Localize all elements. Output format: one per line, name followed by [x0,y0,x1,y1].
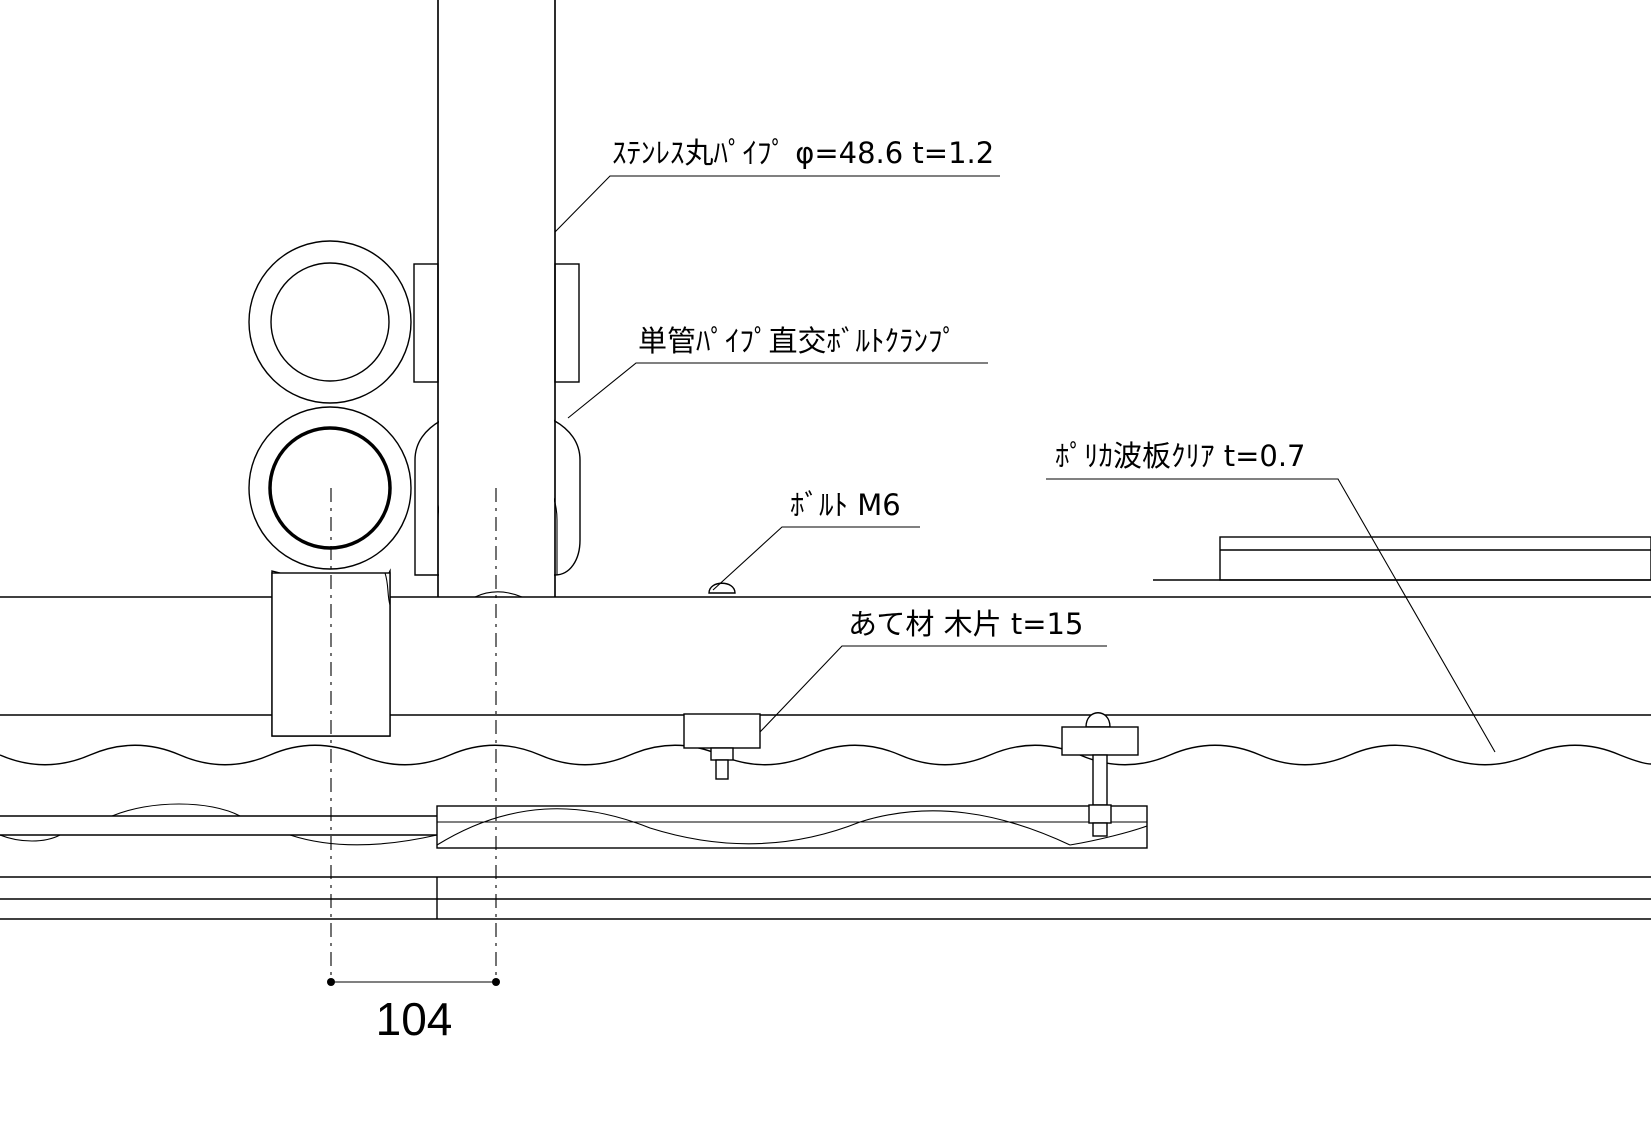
vertical-pipe [437,0,556,598]
label-stainless-pipe: ｽﾃﾝﾚｽ丸ﾊﾟｲﾌﾟ φ=48.6 t=1.2 [612,136,994,170]
bolt-assembly-right [1061,712,1139,837]
left-pipes [248,240,412,737]
pipe-lower-section [268,426,392,550]
label-bolt: ﾎﾞﾙﾄ M6 [790,488,901,522]
corrugated-sheet [0,744,1651,766]
leader-lines [554,175,1496,753]
label-clamp: 単管ﾊﾟｲﾌﾟ直交ﾎﾞﾙﾄｸﾗﾝﾌﾟ [638,324,957,358]
bolt-head [708,582,736,594]
center-lines [330,488,497,982]
lower-sheet [0,803,1148,849]
label-polycarbonate-sheet: ﾎﾟﾘｶ波板ｸﾘｱ t=0.7 [1055,439,1306,473]
dimension-104: 104 [327,978,500,1045]
pipe-upper-outer [248,240,412,404]
dimension-value: 104 [376,993,453,1045]
label-wood-block: あて材 木片 t=15 [848,607,1083,641]
wood-block [683,713,761,780]
sheet-edge [1153,536,1651,581]
pipe-lower-outer [248,406,412,570]
structure-lines [0,596,1651,920]
